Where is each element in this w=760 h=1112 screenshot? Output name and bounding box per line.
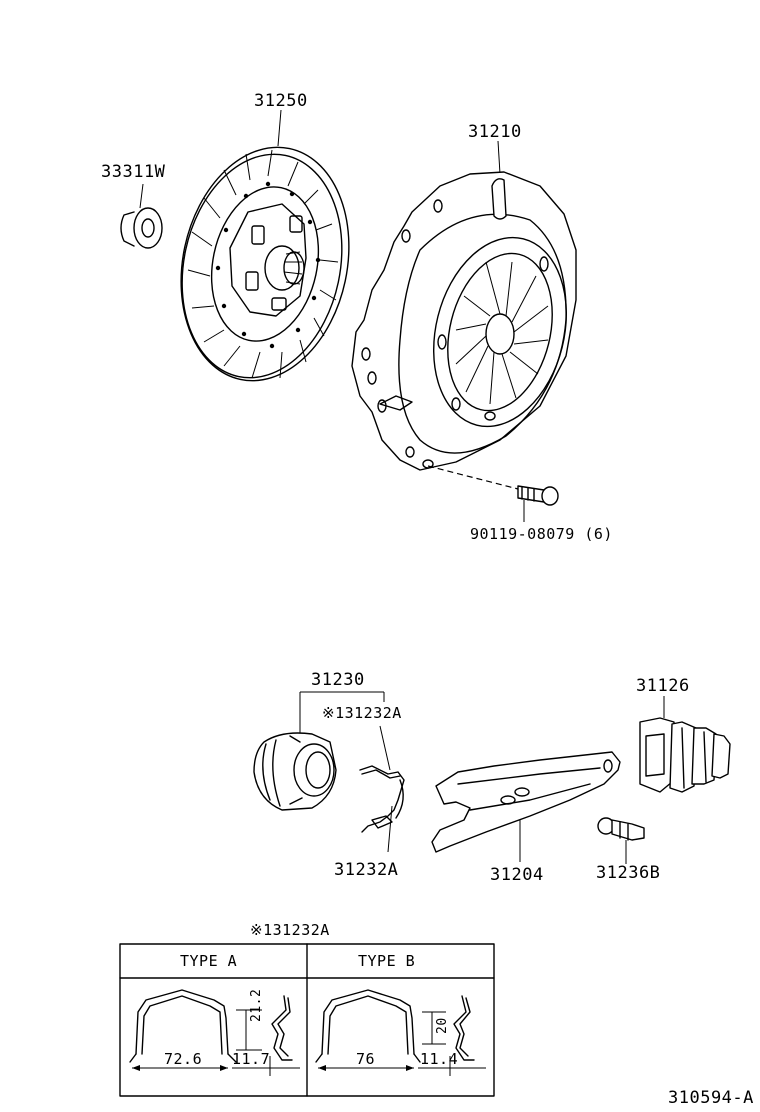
label-boot: 31126 bbox=[636, 676, 690, 696]
release-bearing-bracket bbox=[299, 691, 385, 734]
label-pressure-plate: 31210 bbox=[468, 122, 522, 142]
type-a-height-dimension: 21.2 bbox=[249, 988, 264, 1022]
type-a-width-dimension: 72.6 bbox=[164, 1050, 203, 1068]
leader-lines bbox=[387, 805, 393, 853]
label-pilot-bearing: 33311W bbox=[101, 162, 166, 182]
type-b-height-dimension: 20 bbox=[435, 1017, 450, 1034]
type-a-offset-dimension: 11.7 bbox=[232, 1050, 271, 1068]
inset-type-a-header: TYPE A bbox=[180, 952, 238, 970]
label-clutch-disc: 31250 bbox=[254, 91, 308, 111]
label-release-fork: 31204 bbox=[490, 865, 544, 885]
release-clip bbox=[359, 725, 405, 833]
clutch-disc bbox=[180, 109, 350, 382]
type-b-offset-dimension: 11.4 bbox=[420, 1050, 459, 1068]
bolt bbox=[427, 465, 559, 522]
release-bearing bbox=[253, 732, 337, 811]
label-clip-marked: ※131232A bbox=[322, 704, 402, 722]
inset-title: ※131232A bbox=[250, 921, 330, 939]
inset-table bbox=[119, 943, 495, 1097]
pivot-stud bbox=[597, 817, 645, 864]
label-clip: 31232A bbox=[334, 860, 399, 880]
type-b-clip-drawing bbox=[315, 989, 486, 1076]
type-a-clip-drawing bbox=[129, 989, 300, 1076]
inset-type-b-header: TYPE B bbox=[358, 952, 416, 970]
pilot-bearing bbox=[120, 183, 163, 249]
release-fork-boot bbox=[639, 696, 731, 793]
label-bolt: 90119-08079 (6) bbox=[470, 525, 613, 543]
label-pivot-stud: 31236B bbox=[596, 863, 661, 883]
type-b-width-dimension: 76 bbox=[356, 1050, 376, 1068]
label-release-bearing: 31230 bbox=[311, 670, 365, 690]
figure-id: 310594-A bbox=[668, 1088, 754, 1108]
release-fork bbox=[431, 751, 621, 862]
pressure-plate bbox=[351, 140, 577, 471]
